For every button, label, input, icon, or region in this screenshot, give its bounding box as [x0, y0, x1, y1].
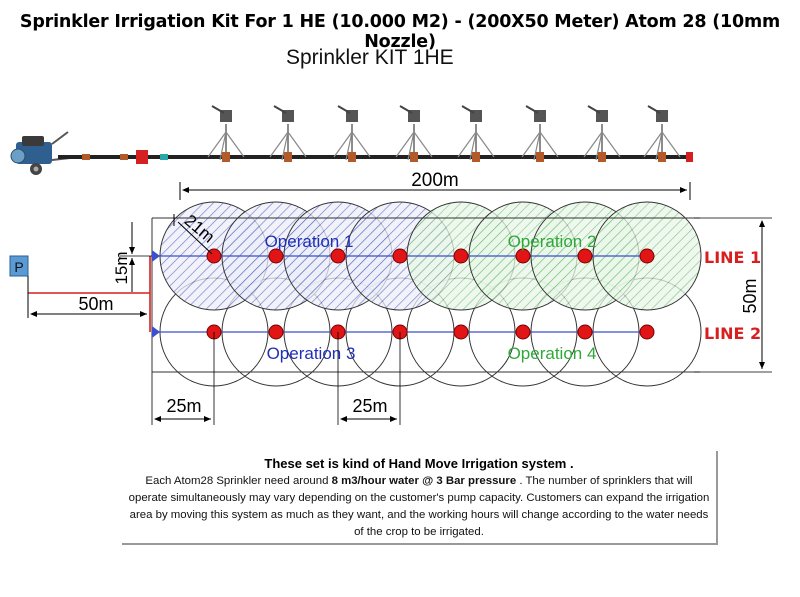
pump-box: P	[9, 255, 29, 277]
feed-pipe	[27, 276, 150, 318]
sprinkler-head	[392, 248, 408, 264]
sprinkler-heads	[206, 248, 655, 340]
tripod-sprinkler	[521, 105, 559, 162]
sprinkler-head	[515, 324, 531, 340]
info-box: These set is kind of Hand Move Irrigatio…	[122, 451, 718, 545]
dim-edge-spacing-label: 25m	[166, 396, 201, 416]
dim-sprinkler-spacing-label: 25m	[352, 396, 387, 416]
sprinkler-head	[639, 248, 655, 264]
coverage-circles	[159, 201, 702, 387]
kit-subtitle: Sprinkler KIT 1HE	[286, 46, 454, 69]
dimension-200m: 200m	[179, 170, 691, 200]
sprinkler-head	[639, 324, 655, 340]
main-pipe-illustration	[58, 150, 693, 164]
dimension-15m: 15m	[112, 222, 152, 292]
dimension-spacing-25m: 25m	[337, 332, 401, 425]
tripod-sprinklers-illustration	[207, 105, 681, 162]
tripod-sprinkler	[269, 105, 307, 162]
info-body-post: . The number of sprinklers that will ope…	[128, 475, 710, 538]
tripod-sprinkler	[643, 105, 681, 162]
tripod-sprinkler	[207, 105, 245, 162]
pump-unit-illustration	[10, 131, 71, 175]
tripod-sprinkler	[395, 105, 433, 162]
sprinkler-head	[577, 324, 593, 340]
operation-2-label: Operation 2	[508, 232, 597, 251]
dimension-width-50m: 50m	[694, 217, 772, 373]
sprinkler-head	[330, 248, 346, 264]
line-2-label: LINE 2	[704, 324, 761, 343]
info-body: Each Atom28 Sprinkler need around 8 m3/h…	[126, 473, 712, 541]
pump-label: P	[14, 259, 23, 275]
dim-width-label: 50m	[740, 278, 760, 313]
info-heading: These set is kind of Hand Move Irrigatio…	[264, 456, 574, 471]
sprinkler-head	[268, 324, 284, 340]
dim-15m-label: 15m	[112, 251, 131, 284]
dim-200m-label: 200m	[411, 170, 459, 191]
info-body-bold: 8 m3/hour water @ 3 Bar pressure	[331, 475, 517, 487]
dimension-edge-25m: 25m	[154, 332, 215, 425]
operation-1-label: Operation 1	[265, 232, 354, 251]
sprinkler-head	[515, 248, 531, 264]
operation-3-label: Operation 3	[267, 344, 356, 363]
tripod-sprinkler	[583, 105, 621, 162]
line-1-label: LINE 1	[704, 248, 761, 267]
sprinkler-head	[453, 248, 469, 264]
info-body-pre: Each Atom28 Sprinkler need around	[145, 475, 332, 487]
page-title: Sprinkler Irrigation Kit For 1 HE (10.00…	[19, 12, 781, 52]
sprinkler-head	[577, 248, 593, 264]
tripod-sprinkler	[333, 105, 371, 162]
sprinkler-head	[268, 248, 284, 264]
operation-4-label: Operation 4	[508, 344, 597, 363]
tripod-sprinkler	[457, 105, 495, 162]
sprinkler-head	[453, 324, 469, 340]
dim-pump-distance-label: 50m	[78, 294, 113, 314]
dimension-pump-50m: 50m	[30, 294, 147, 317]
